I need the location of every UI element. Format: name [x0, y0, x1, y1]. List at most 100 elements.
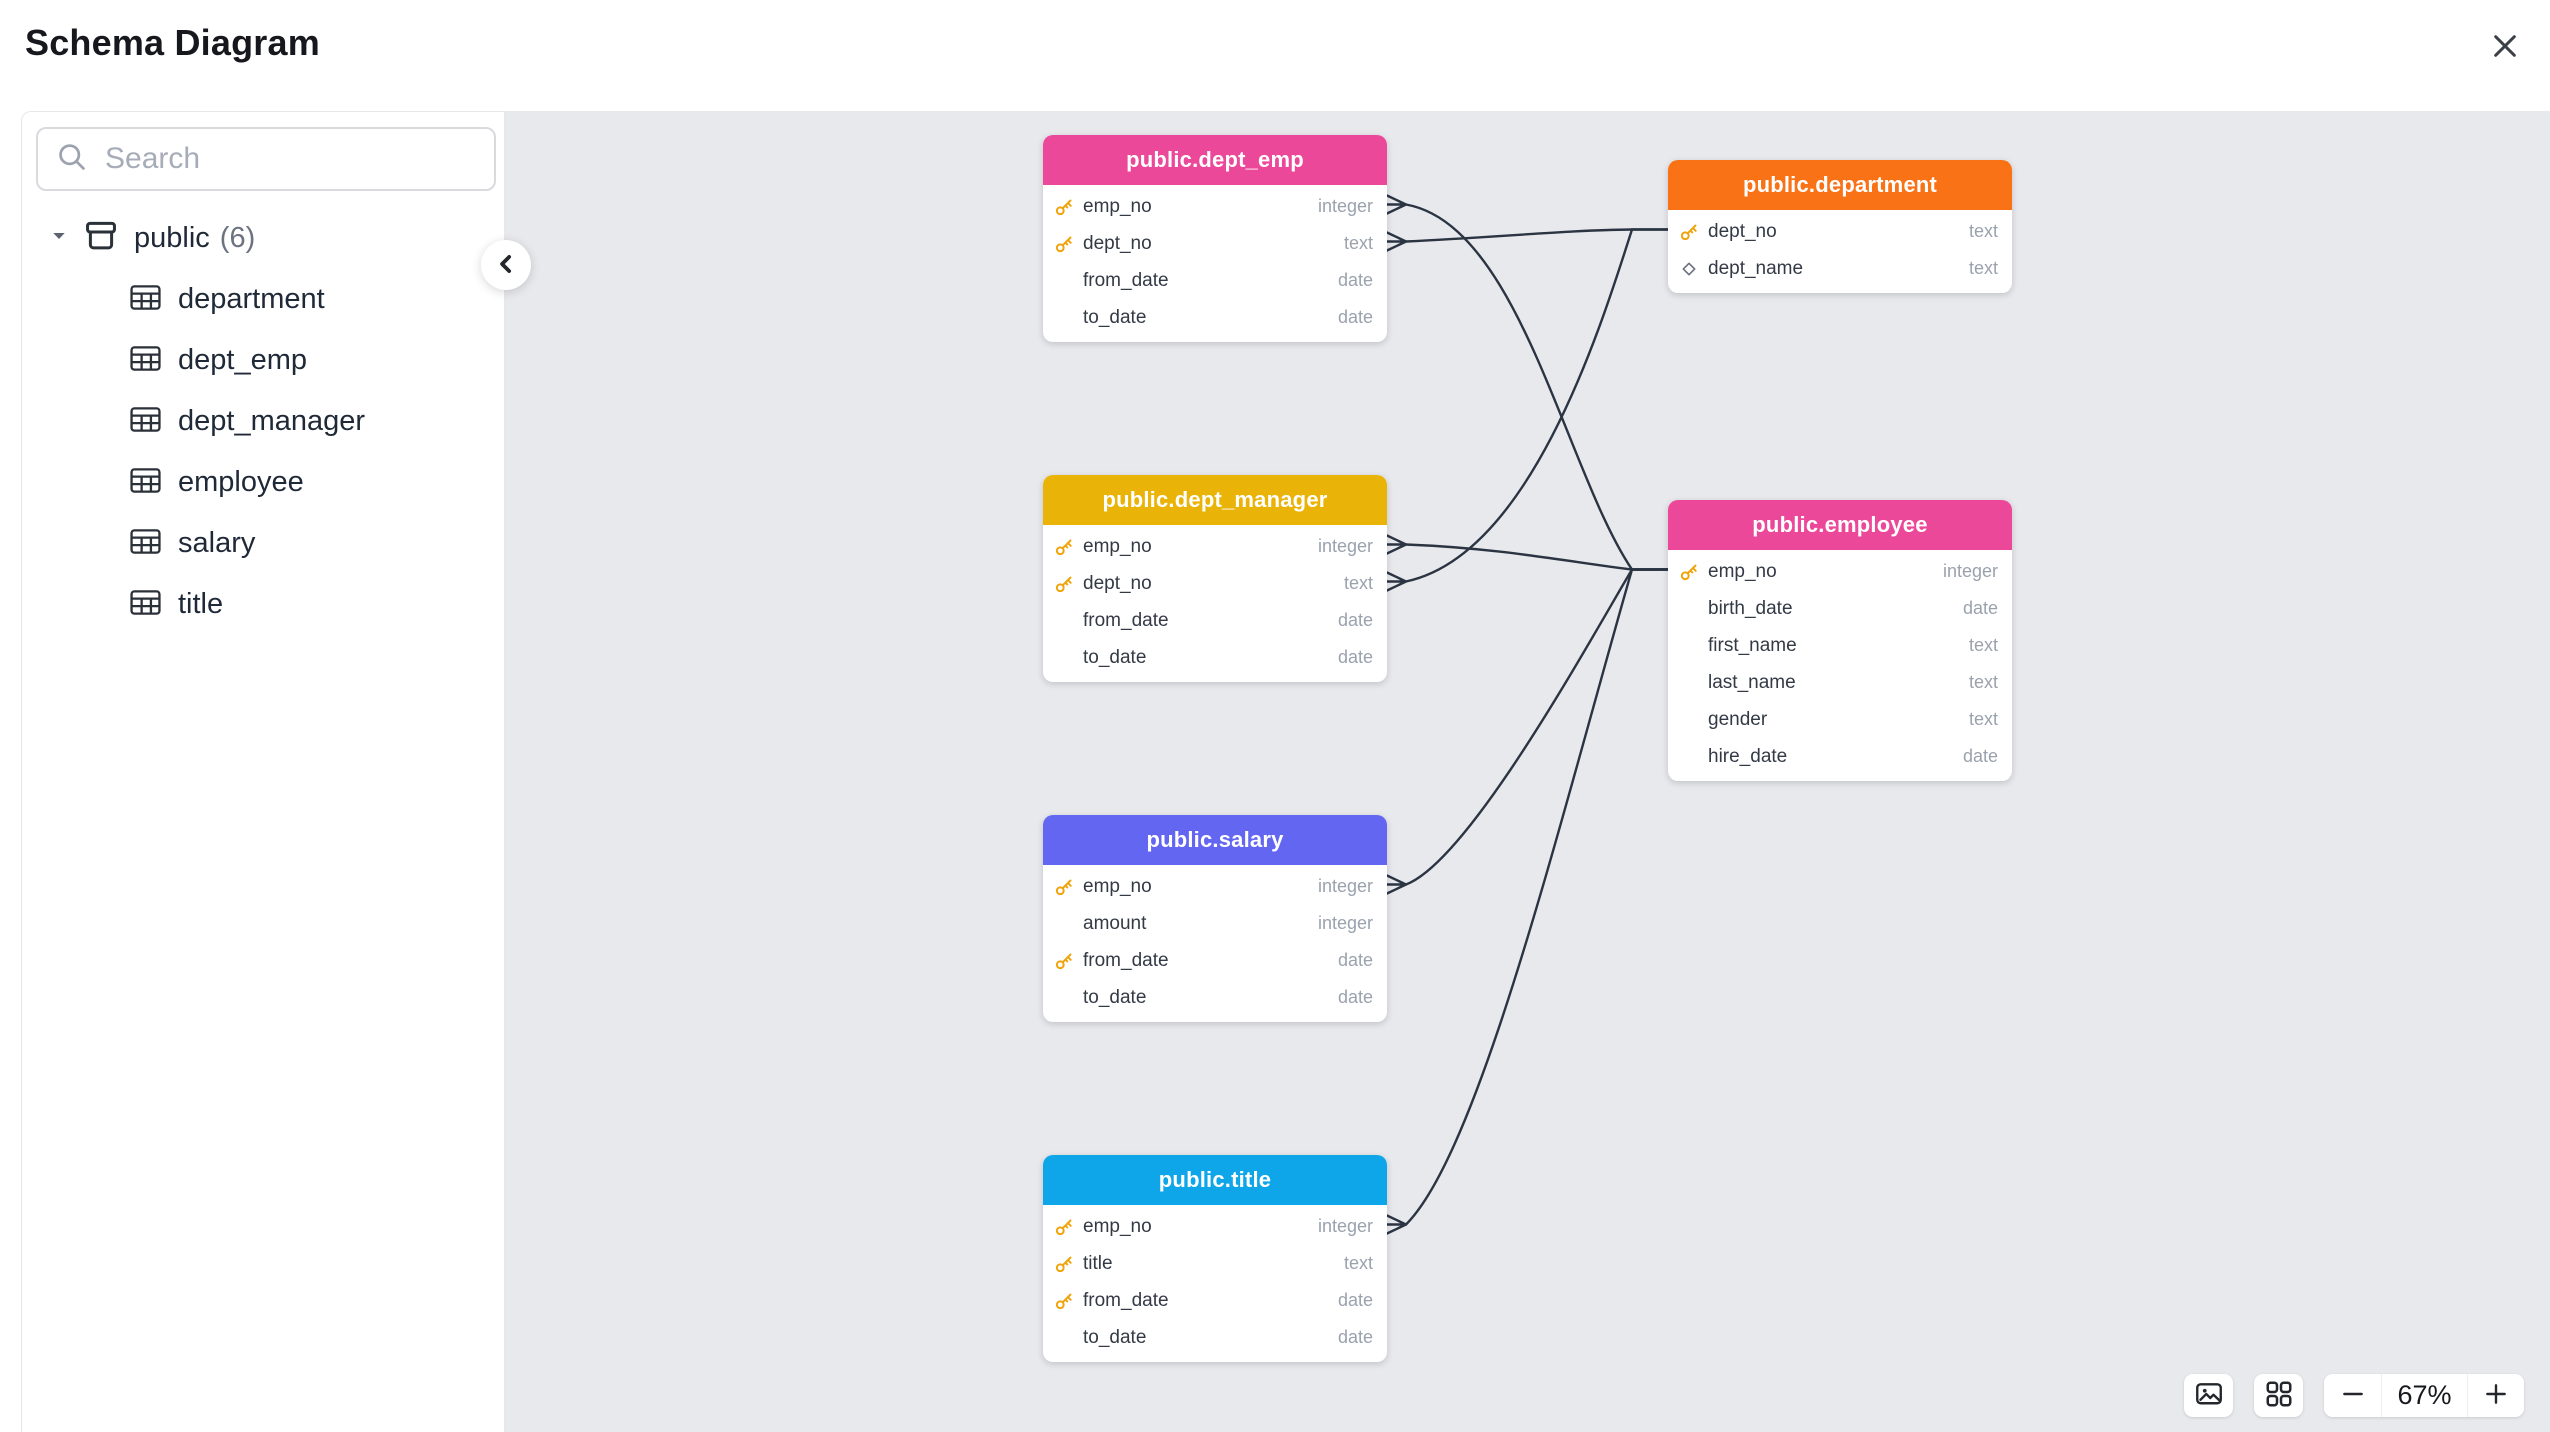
auto-layout-button[interactable]: [2254, 1374, 2303, 1417]
relationship-edge-title.emp_no-employee.emp_no: [1385, 568, 1670, 1235]
table-node-title: public.dept_emp: [1043, 135, 1387, 185]
search-input[interactable]: [103, 141, 493, 177]
table-icon: [130, 528, 161, 560]
column-name: title: [1083, 1252, 1113, 1274]
column-name: from_date: [1083, 269, 1169, 291]
zoom-in-button[interactable]: [2467, 1374, 2524, 1417]
no-icon: [1676, 708, 1702, 732]
column-type: text: [1968, 709, 1998, 729]
schema-name: public: [134, 221, 210, 254]
column-type: text: [1343, 573, 1373, 593]
primary-key-icon: [1051, 195, 1077, 219]
column-name: last_name: [1708, 671, 1796, 693]
no-icon: [1676, 671, 1702, 695]
column-type: text: [1968, 635, 1998, 655]
primary-key-icon: [1051, 875, 1077, 899]
column-name: to_date: [1083, 986, 1147, 1008]
table-node-title: public.title: [1043, 1155, 1387, 1205]
column-name: emp_no: [1083, 1215, 1152, 1237]
page-title: Schema Diagram: [25, 22, 320, 63]
no-icon: [1051, 912, 1077, 936]
sidebar-item-title[interactable]: title: [22, 574, 504, 635]
column-name: hire_date: [1708, 745, 1788, 767]
sidebar-item-employee[interactable]: employee: [22, 452, 504, 513]
search-box: [36, 127, 496, 191]
grid-layout-icon: [2264, 1379, 2294, 1412]
table-node-title: public.department: [1668, 160, 2012, 210]
column-name: emp_no: [1083, 875, 1152, 897]
no-icon: [1051, 646, 1077, 670]
close-button[interactable]: [2482, 24, 2528, 70]
relationship-edge-dept_emp.dept_no-department.dept_no: [1385, 228, 1670, 252]
no-icon: [1676, 597, 1702, 621]
primary-key-icon: [1051, 1252, 1077, 1276]
sidebar-item-salary[interactable]: salary: [22, 513, 504, 574]
schema-table-count: (6): [219, 221, 256, 254]
table-node-title: public.dept_manager: [1043, 475, 1387, 525]
column-name: emp_no: [1083, 195, 1152, 217]
sidebar-item-dept_emp[interactable]: dept_emp: [22, 330, 504, 391]
sidebar-collapse-button[interactable]: [481, 240, 531, 290]
column-type: integer: [1317, 196, 1373, 216]
column-type: date: [1337, 270, 1373, 290]
no-icon: [1051, 1326, 1077, 1350]
sidebar-schema-public[interactable]: public (6): [22, 215, 504, 261]
sidebar-item-department[interactable]: department: [22, 269, 504, 330]
close-icon: [2489, 30, 2521, 65]
chevron-left-icon: [495, 253, 517, 278]
export-image-button[interactable]: [2184, 1374, 2233, 1417]
sidebar-item-dept_manager[interactable]: dept_manager: [22, 391, 504, 452]
column-type: text: [1968, 258, 1998, 278]
sidebar-item-label: dept_manager: [178, 405, 366, 437]
relationship-edges: [1385, 194, 1670, 1235]
sidebar-item-label: employee: [178, 466, 304, 498]
primary-key-icon: [1676, 560, 1702, 584]
column-type: integer: [1317, 876, 1373, 896]
table-node-title: public.employee: [1668, 500, 2012, 550]
relationship-edge-dept_manager.emp_no-employee.emp_no: [1385, 534, 1670, 571]
zoom-out-button[interactable]: [2324, 1374, 2381, 1417]
column-type: date: [1337, 987, 1373, 1007]
column-name: dept_no: [1708, 220, 1777, 242]
column-row-from_date: from_date date: [1043, 262, 1387, 299]
relationship-edge-salary.emp_no-employee.emp_no: [1385, 568, 1670, 895]
column-type: date: [1337, 1290, 1373, 1310]
column-name: from_date: [1083, 949, 1169, 971]
column-row-to_date: to_date date: [1043, 979, 1387, 1016]
column-name: from_date: [1083, 609, 1169, 631]
column-type: date: [1337, 610, 1373, 630]
table-node-title: public.salary: [1043, 815, 1387, 865]
unique-diamond-icon: [1676, 257, 1702, 281]
column-row-from_date: from_date date: [1043, 942, 1387, 979]
zoom-control: 67%: [2324, 1374, 2524, 1417]
column-type: date: [1337, 950, 1373, 970]
primary-key-icon: [1676, 220, 1702, 244]
column-name: amount: [1083, 912, 1147, 934]
image-icon: [2194, 1379, 2224, 1412]
column-name: to_date: [1083, 1326, 1147, 1348]
column-row-emp_no: emp_no integer: [1043, 188, 1387, 225]
table-icon: [130, 589, 161, 621]
